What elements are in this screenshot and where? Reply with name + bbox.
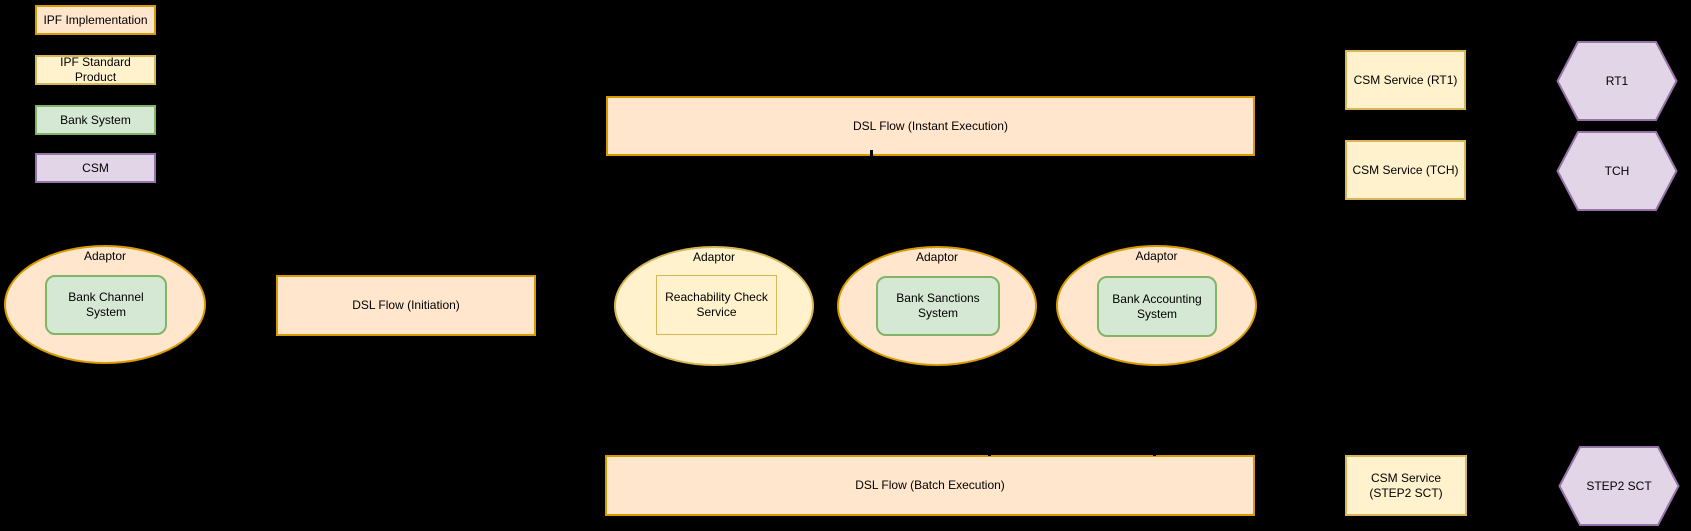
csm-service-rt1: CSM Service (RT1) [1345,50,1466,110]
scheme-hexagon-step2-sct: STEP2 SCT [1558,446,1680,526]
scheme-hexagon-tch: TCH [1556,131,1678,211]
scheme-label-tch: TCH [1604,163,1630,178]
scheme-label-rt1: RT1 [1605,73,1629,88]
legend-item-ipf-standard-product: IPF Standard Product [35,55,156,85]
dsl-flow-instant-execution: DSL Flow (Instant Execution) [606,96,1255,156]
scheme-hexagon-rt1: RT1 [1556,41,1678,121]
hexagon-shape [1558,446,1680,526]
adaptor-label: Adaptor [915,250,959,264]
scheme-label-step2-sct: STEP2 SCT [1586,478,1652,493]
hexagon-shape [1556,131,1678,211]
legend-item-ipf-implementation: IPF Implementation [35,5,156,35]
bank-sanctions-system: Bank Sanctions System [876,276,1000,336]
bank-channel-system: Bank Channel System [45,275,167,335]
dsl-flow-batch-execution: DSL Flow (Batch Execution) [605,455,1255,516]
csm-service-tch: CSM Service (TCH) [1345,140,1466,200]
legend-item-bank-system: Bank System [35,105,156,135]
csm-service-step2-sct: CSM Service (STEP2 SCT) [1345,455,1467,516]
hexagon-shape [1556,41,1678,121]
legend-item-csm: CSM [35,153,156,183]
adaptor-label: Adaptor [1135,249,1178,263]
adaptor-label: Adaptor [692,250,736,264]
connector-arrowhead-artifact [988,450,991,456]
connector-arrowhead-artifact [1153,450,1156,456]
adaptor-label: Adaptor [83,249,127,263]
bank-accounting-system: Bank Accounting System [1097,276,1217,337]
connector-arrowhead-artifact [870,150,873,157]
dsl-flow-initiation: DSL Flow (Initiation) [276,275,536,336]
reachability-check-service: Reachability Check Service [656,275,777,335]
